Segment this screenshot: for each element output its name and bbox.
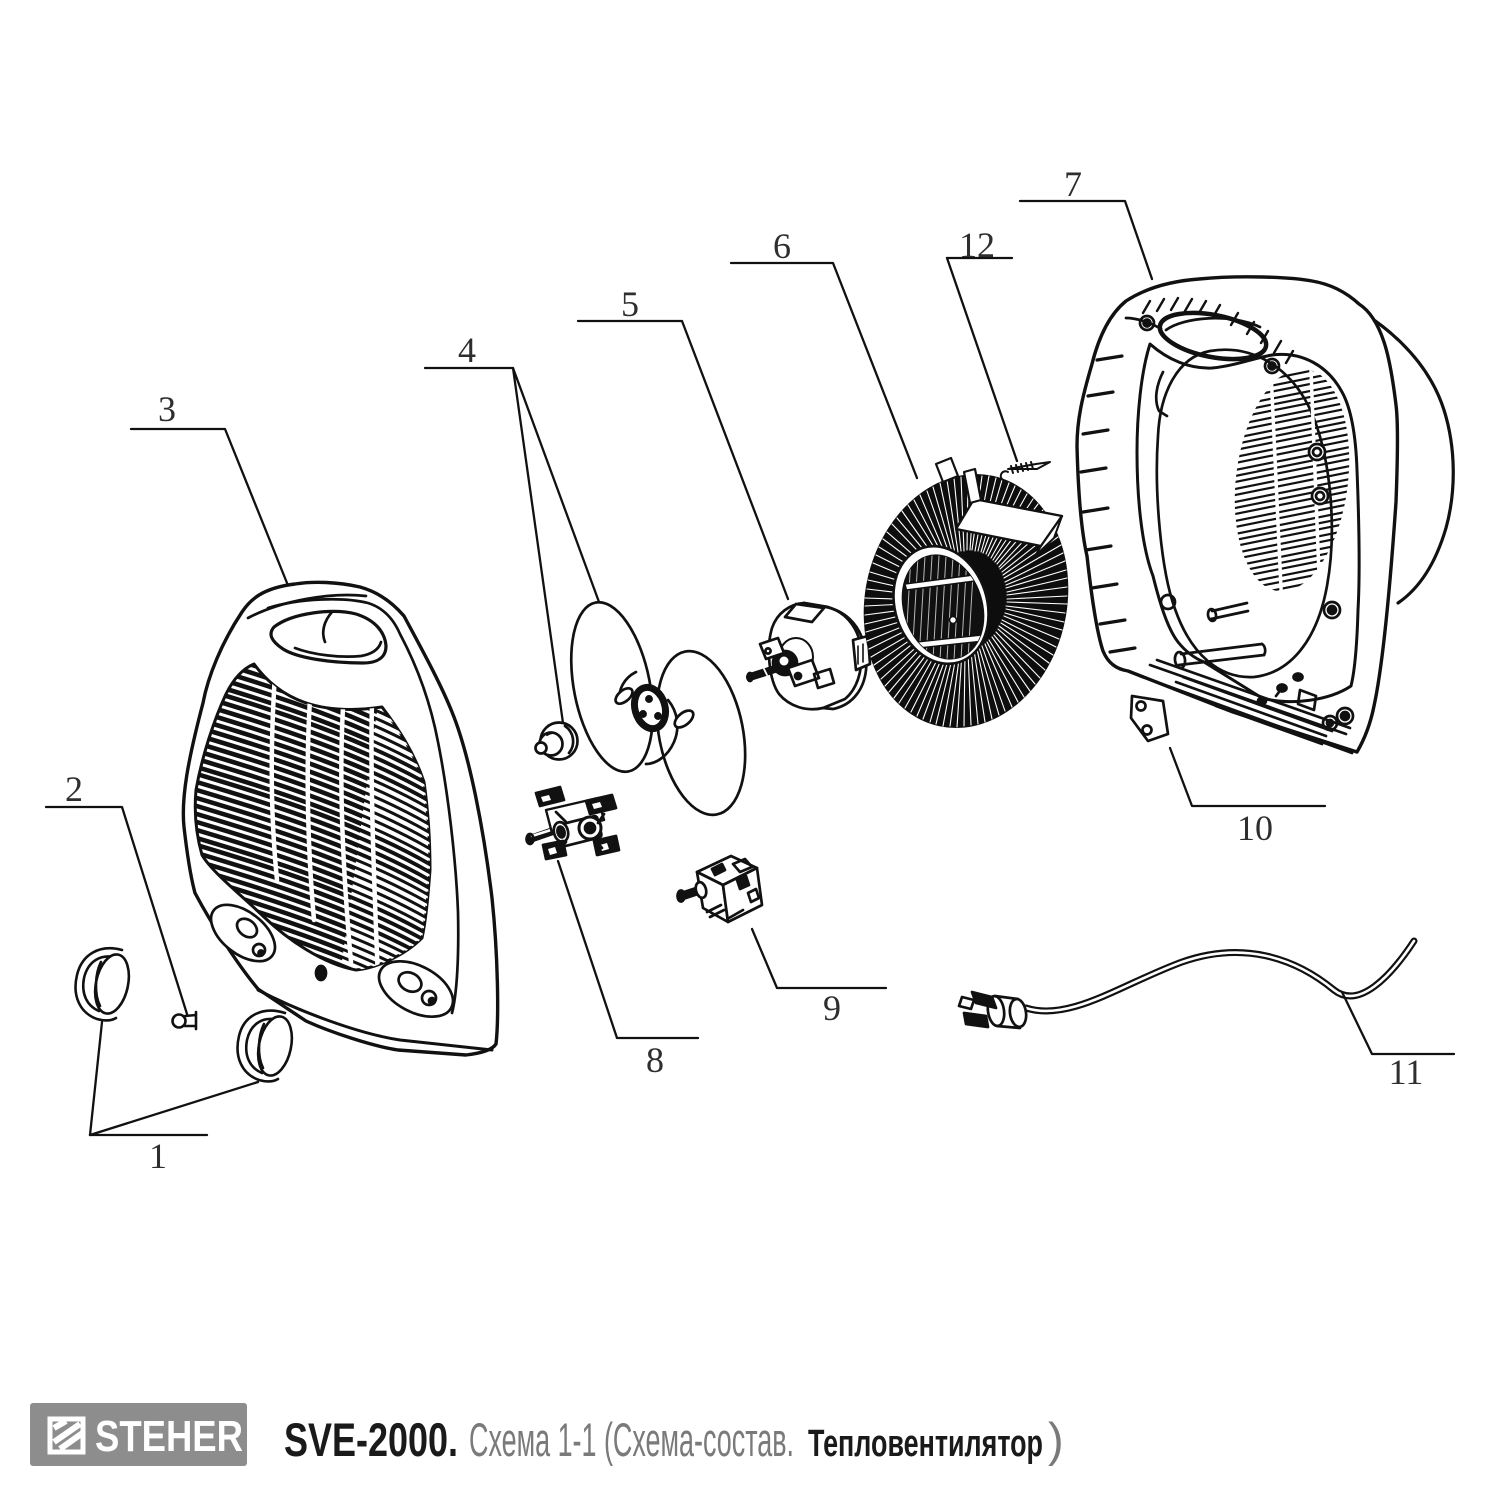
svg-text:3: 3 xyxy=(158,389,176,429)
svg-text:7: 7 xyxy=(1064,164,1082,204)
svg-text:1: 1 xyxy=(149,1136,167,1176)
svg-text:12: 12 xyxy=(959,225,995,265)
svg-text:9: 9 xyxy=(823,988,841,1028)
svg-text:2: 2 xyxy=(65,769,83,809)
svg-text:STEHER: STEHER xyxy=(95,1412,243,1461)
svg-text:4: 4 xyxy=(458,330,476,370)
svg-text:11: 11 xyxy=(1389,1052,1424,1092)
svg-text:6: 6 xyxy=(773,226,791,266)
svg-text:10: 10 xyxy=(1237,808,1273,848)
svg-text:SVE-2000.Схема 1-1 (Схема-сост: SVE-2000.Схема 1-1 (Схема-состав.Теплове… xyxy=(284,1413,1064,1466)
svg-text:5: 5 xyxy=(621,284,639,324)
svg-text:8: 8 xyxy=(646,1040,664,1080)
